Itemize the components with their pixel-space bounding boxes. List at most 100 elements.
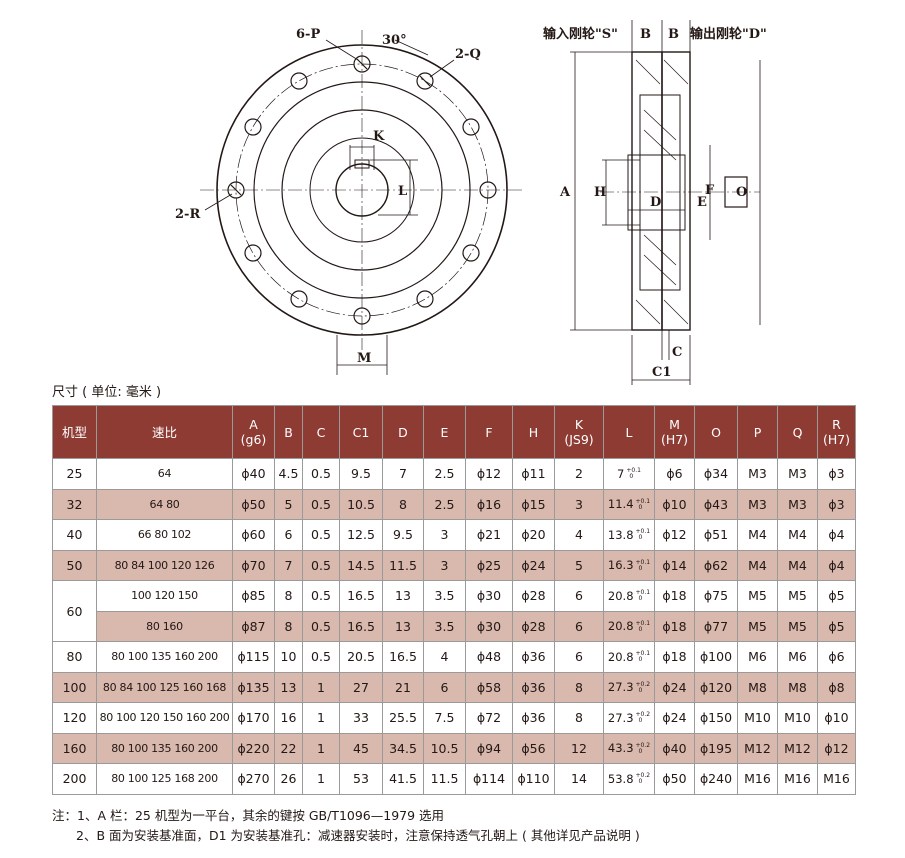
cell-p: M16 [737, 763, 778, 795]
cell-m: ϕ18 [654, 580, 695, 612]
cell-e: 3.5 [423, 610, 466, 642]
label-b-left: B [640, 27, 651, 42]
cell-b: 5 [274, 488, 303, 520]
cell-f: ϕ30 [465, 580, 513, 612]
cell-c1: 27 [339, 671, 383, 703]
cell-o: ϕ34 [694, 458, 738, 490]
cell-ratio: 64 80 [96, 488, 233, 520]
cell-p: M4 [737, 549, 778, 581]
cell-o: ϕ75 [694, 580, 738, 612]
cell-model: 120 [52, 702, 97, 734]
cell-r: ϕ6 [817, 641, 856, 673]
cell-a: ϕ170 [232, 702, 275, 734]
column-header-ratio: 速比 [96, 405, 233, 459]
cell-b: 16 [274, 702, 303, 734]
cell-c1: 16.5 [339, 610, 383, 642]
cell-p: M8 [737, 671, 778, 703]
cell-c: 0.5 [302, 549, 340, 581]
cell-o: ϕ43 [694, 488, 738, 520]
cell-d: 34.5 [382, 732, 424, 764]
cell-b: 13 [274, 671, 303, 703]
cell-k: 8 [554, 671, 604, 703]
cell-f: ϕ12 [465, 458, 513, 490]
cell-o: ϕ100 [694, 641, 738, 673]
cell-b: 6 [274, 519, 303, 551]
cell-a: ϕ60 [232, 519, 275, 551]
flexspline-body [639, 94, 681, 291]
cell-d: 41.5 [382, 763, 424, 795]
cell-e: 3.5 [423, 580, 466, 612]
column-header-b: B [274, 405, 303, 459]
label-c1: C1 [652, 365, 671, 380]
cell-c1: 10.5 [339, 488, 383, 520]
cell-c1: 45 [339, 732, 383, 764]
cell-model: 80 [52, 641, 97, 673]
cell-e: 3 [423, 549, 466, 581]
cell-c1: 20.5 [339, 641, 383, 673]
cell-a: ϕ50 [232, 488, 275, 520]
label-e: E [697, 195, 707, 210]
cell-q: M5 [777, 580, 818, 612]
cell-o: ϕ120 [694, 671, 738, 703]
cell-b: 4.5 [274, 458, 303, 490]
column-header-a: A(g6) [232, 405, 275, 459]
label-2-r: 2-R [175, 207, 200, 222]
cell-q: M12 [777, 732, 818, 764]
cell-d: 8 [382, 488, 424, 520]
cell-k: 12 [554, 732, 604, 764]
cell-r: ϕ5 [817, 580, 856, 612]
cell-f: ϕ48 [465, 641, 513, 673]
cell-m: ϕ6 [654, 458, 695, 490]
cell-b: 8 [274, 610, 303, 642]
cell-p: M3 [737, 488, 778, 520]
cell-m: ϕ18 [654, 641, 695, 673]
cell-m: ϕ14 [654, 549, 695, 581]
cell-d: 9.5 [382, 519, 424, 551]
bolt-holes [227, 55, 497, 325]
output-shaft [724, 176, 748, 208]
cell-ratio: 64 [96, 458, 233, 490]
cell-e: 6 [423, 671, 466, 703]
cell-ratio: 80 160 [96, 610, 233, 642]
cell-m: ϕ10 [654, 488, 695, 520]
cell-model: 100 [52, 671, 97, 703]
cell-d: 11.5 [382, 549, 424, 581]
cell-o: ϕ77 [694, 610, 738, 642]
cell-a: ϕ270 [232, 763, 275, 795]
cell-r: ϕ12 [817, 732, 856, 764]
cell-h: ϕ36 [512, 702, 555, 734]
cell-c1: 16.5 [339, 580, 383, 612]
cell-q: M6 [777, 641, 818, 673]
cell-m: ϕ12 [654, 519, 695, 551]
cell-h: ϕ110 [512, 763, 555, 795]
column-header-e: E [423, 405, 466, 459]
label-d: D [650, 195, 661, 210]
technical-drawing: 6-P 30° 2-Q K L 2-R M 输入刚轮"S" B B 输出刚轮" [175, 20, 767, 385]
cell-b: 22 [274, 732, 303, 764]
cell-r: M16 [817, 763, 856, 795]
column-header-m: M(H7) [654, 405, 695, 459]
note-line-2: 2、B 面为安装基准面，D1 为安装基准孔：减速器安装时，注意保持透气孔朝上 (… [76, 828, 640, 843]
cell-b: 10 [274, 641, 303, 673]
cell-q: M4 [777, 549, 818, 581]
cell-q: M8 [777, 671, 818, 703]
cell-c: 1 [302, 763, 340, 795]
cell-o: ϕ240 [694, 763, 738, 795]
cell-e: 7.5 [423, 702, 466, 734]
side-view-labels: 输入刚轮"S" B B 输出刚轮"D" A H D E F O C C1 [543, 26, 767, 380]
cell-p: M12 [737, 732, 778, 764]
cell-h: ϕ24 [512, 549, 555, 581]
